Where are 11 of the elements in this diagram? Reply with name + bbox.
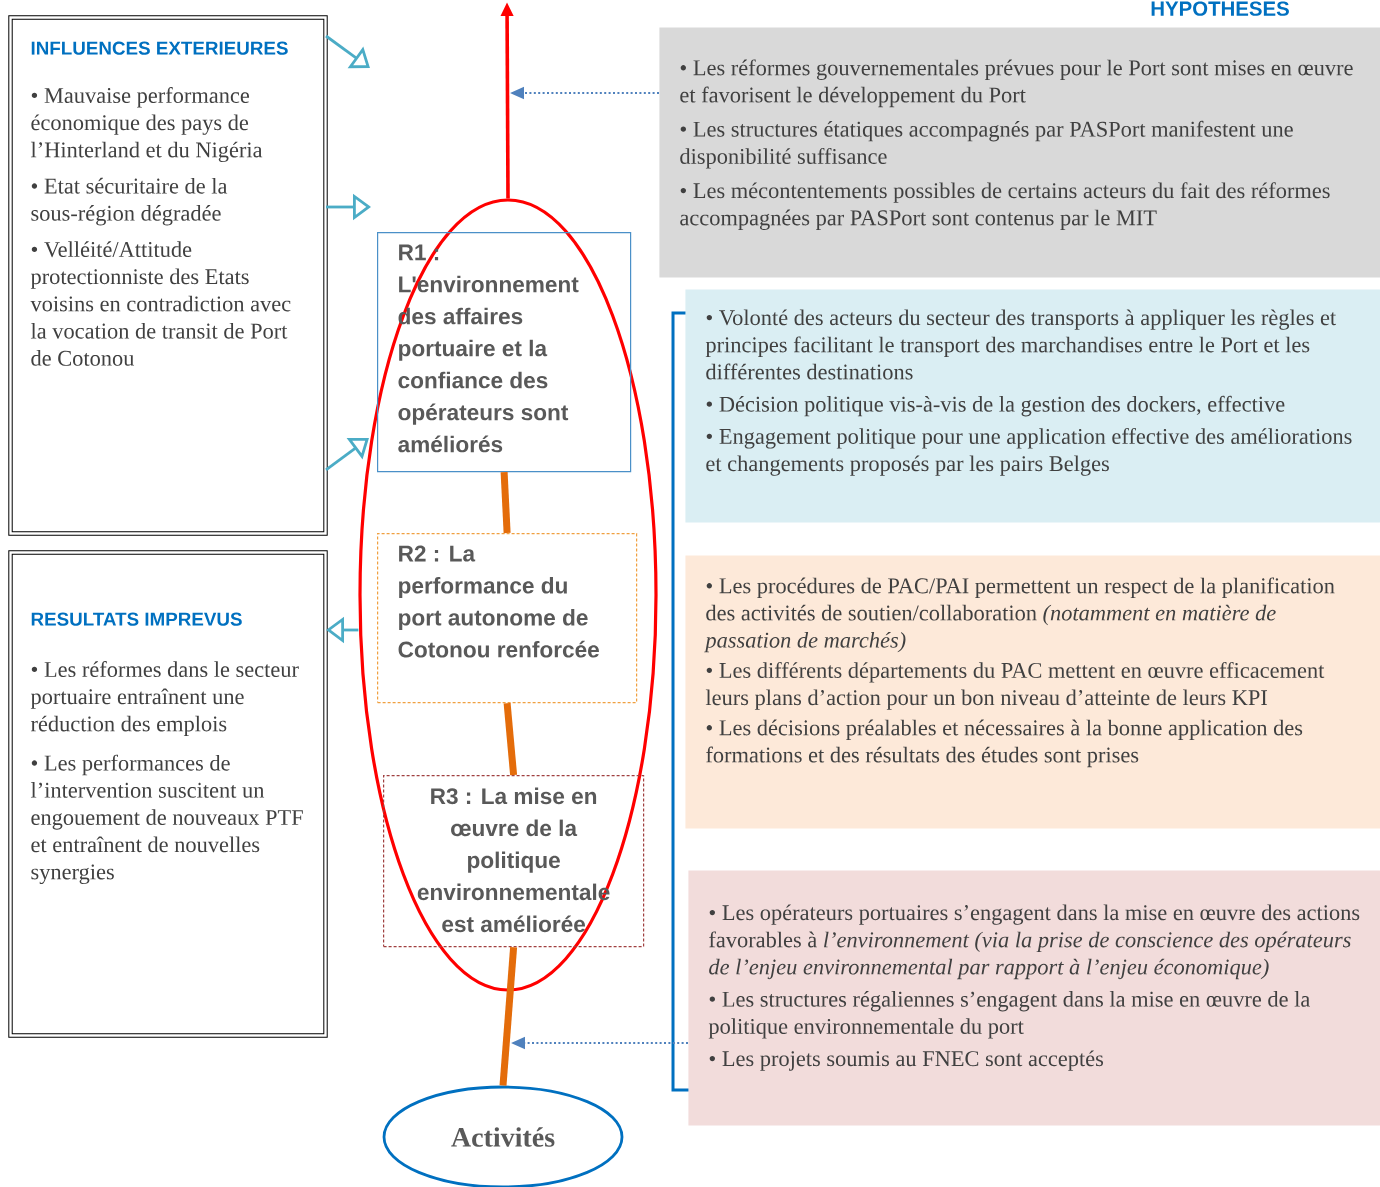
block-arrow xyxy=(325,438,369,472)
assumption-box: • Les opérateurs portuaires s’engagent dans la mise en œuvre des actions favorables à l’environnement (via la prise de conscience des opérateurs de l’enjeu environnemental par rapport à l’enjeu économique) • Les structures régaliennes s’engagent dans la mise en œuvre de la politique environnementale du port • Les projets soumis au FNEC sont acceptés xyxy=(688,870,1380,1126)
block-arrow xyxy=(325,34,370,69)
result-box: R2 : La performance du port autonome de Cotonou renforcée xyxy=(377,533,638,704)
assumption-box: • Les réformes gouvernementales prévues pour le Port sont mises en œuvre et favorisent le développement du Port • Les structures étatiques accompagnés par PASPort manifestent une disponibilité suffisance • Les mécontentements possibles de certains acteurs du fait des réformes accompagnées par PASPort sont contenus par le MIT xyxy=(659,27,1380,278)
assumption-box: • Volonté des acteurs du secteur des transports à appliquer les règles et principes facilitant le transport des marchandises entre le Port et les différentes destinations • Décision politique vis-à-vis de la gestion des dockers, effective • Engagement politique pour une application effective des améliorations et changements proposés par les pairs Belges xyxy=(685,289,1380,523)
text-box: INFLUENCES EXTERIEURES • Mauvaise performance économique des pays de l’Hinterland et du Nigéria • Etat sécuritaire de la sous-région dégradée • Velléité/Attitude protectionniste des Etats voisins en contradiction avec la vocation de transit de Port de Cotonou xyxy=(8,15,328,536)
assumption-box: • Les procédures de PAC/PAI permettent un respect de la planification des activités de soutien/collaboration (notamment en matière de passation de marchés) • Les différents départements du PAC mettent en œuvre efficacement leurs plans d’action pour un bon niveau d’atteinte de leurs KPI • Les décisions préalables et nécessaires à la bonne application des formations et des résultats des études sont prises xyxy=(685,555,1380,829)
text-box: RESULTATS IMPREVUS • Les réformes dans le secteur portuaire entraînent une réduction des emplois • Les performances de l’intervention suscitent un engouement de nouveaux PTF et entraînent de nouvelles synergies xyxy=(8,550,328,1038)
connector-line xyxy=(503,702,518,776)
ellipse-outline xyxy=(358,198,658,992)
